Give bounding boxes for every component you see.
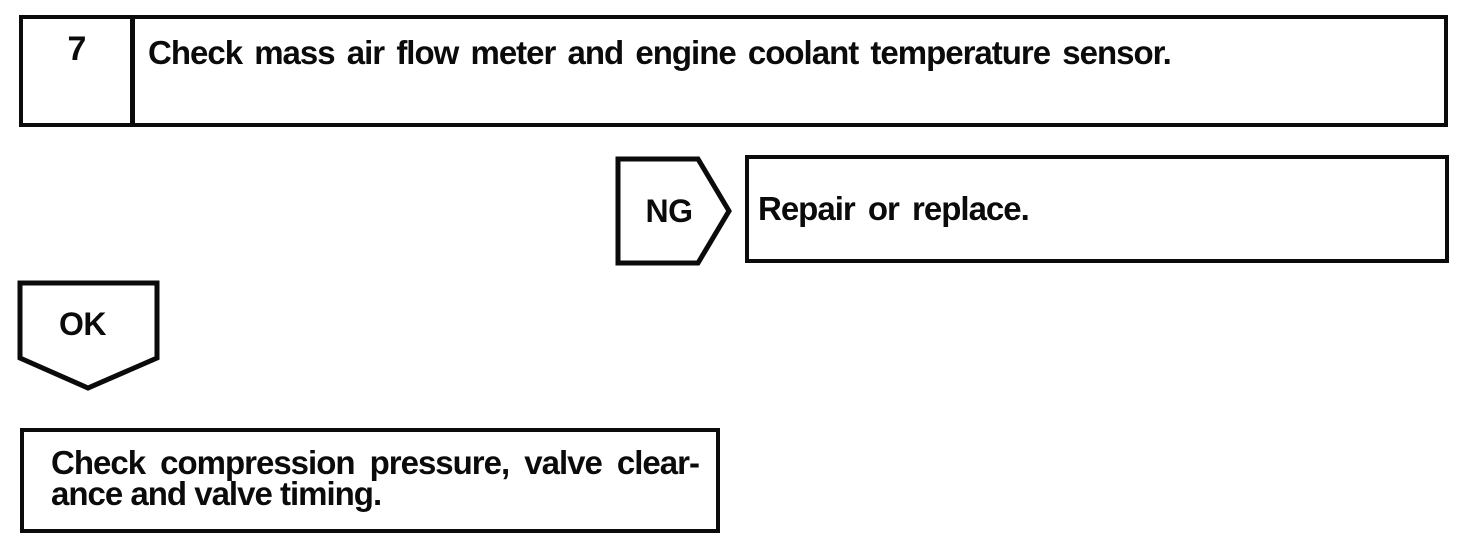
step-instruction: Check mass air flow meter and engine coo…	[148, 34, 1172, 71]
ng-action-box: Repair or replace.	[745, 155, 1449, 263]
ng-action-text: Repair or replace.	[758, 190, 1030, 227]
ok-pentagon-icon	[17, 280, 160, 391]
step-number: 7	[67, 30, 87, 68]
ng-connector-label: NG	[645, 192, 694, 229]
step-box: 7 Check mass air flow meter and engine c…	[19, 15, 1448, 127]
ok-connector: OK	[17, 280, 161, 392]
ok-connector-label: OK	[59, 305, 107, 342]
step-number-cell: 7	[23, 19, 135, 123]
next-step-line-2: ance and valve timing.	[51, 475, 382, 512]
ng-pentagon-icon	[615, 156, 732, 266]
ng-connector: NG	[615, 156, 733, 266]
